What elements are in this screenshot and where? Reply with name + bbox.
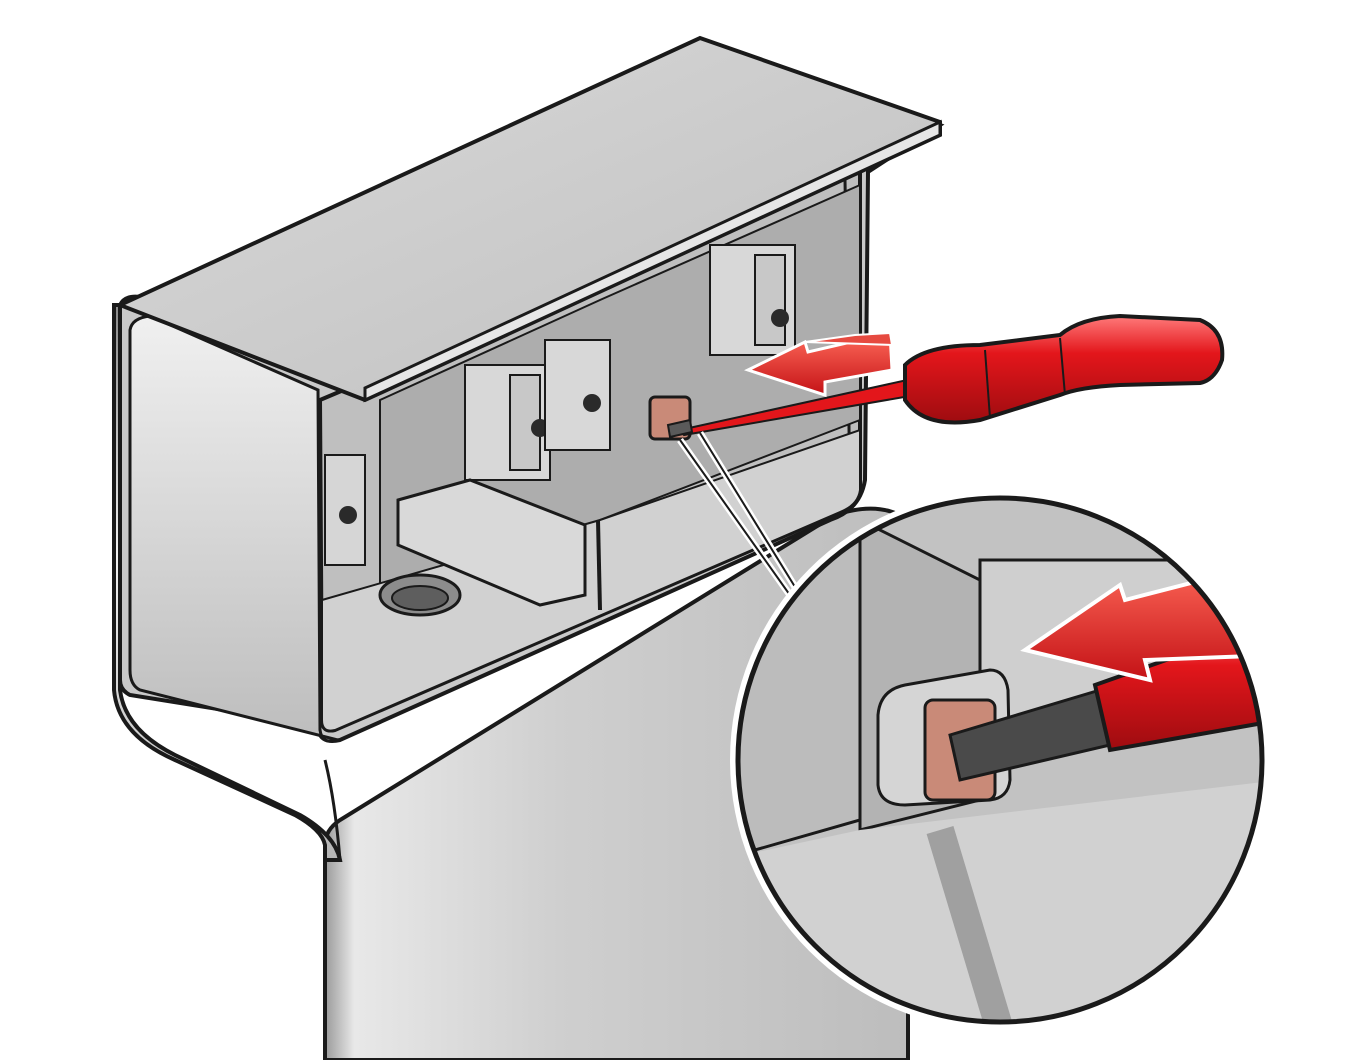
terminal-block-center xyxy=(464,364,551,481)
direction-arrow xyxy=(744,331,894,398)
lid xyxy=(114,35,942,403)
detail-magnifier xyxy=(730,490,1270,1030)
cable-clamp xyxy=(396,478,587,607)
terminal-block-right xyxy=(709,244,796,356)
callout-line-dark xyxy=(679,432,801,599)
screwdriver xyxy=(666,313,1225,439)
terminal-block-middle xyxy=(544,339,611,451)
terminal-block-left xyxy=(324,454,366,566)
